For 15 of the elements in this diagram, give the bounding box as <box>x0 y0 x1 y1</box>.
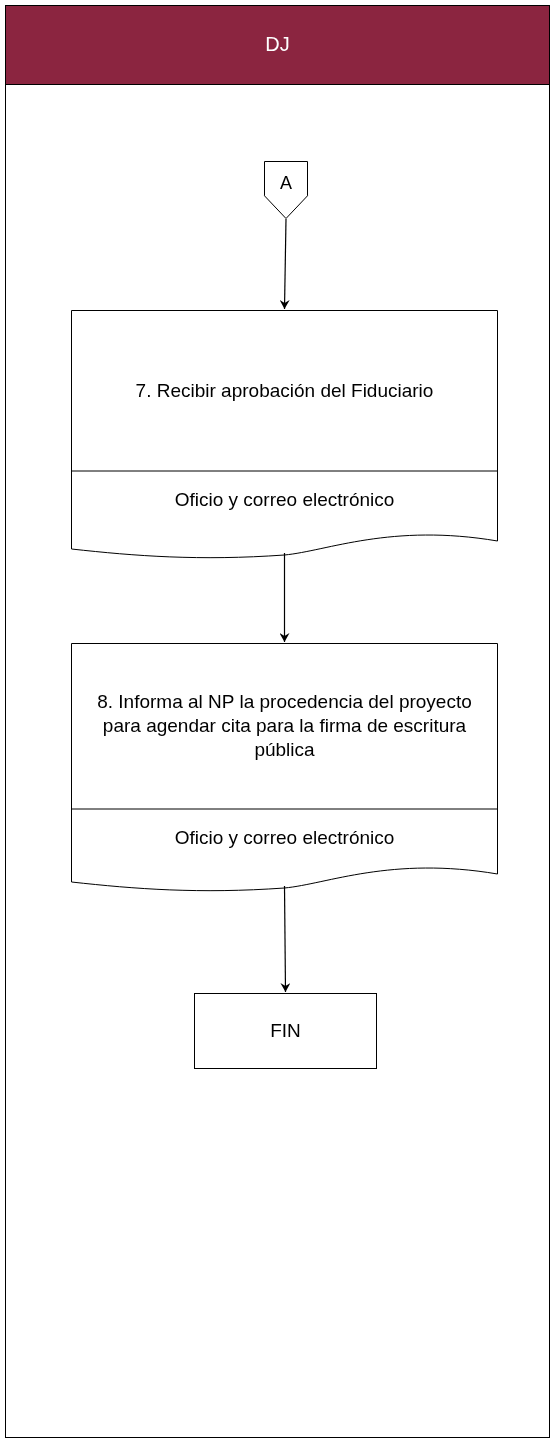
lane-title: DJ <box>265 32 290 56</box>
off-page-connector <box>264 161 308 219</box>
document-text: Oficio y correo electrónico <box>173 488 396 512</box>
process-box <box>194 993 377 1069</box>
arrow <box>279 218 290 310</box>
terminal-text: FIN <box>269 1019 302 1043</box>
swimlane <box>5 5 550 1438</box>
step-text: 7. Recibir aprobación del Fiduciario <box>134 378 435 403</box>
arrow <box>280 885 291 993</box>
document-text: Oficio y correo electrónico <box>173 826 396 850</box>
document-shape <box>71 310 498 561</box>
document-shape <box>71 643 498 894</box>
connector-label: A <box>279 172 293 195</box>
step-text: 8. Informa al NP la procedencia del proyecto para agendar cita para la firma de escritura pública <box>96 690 473 762</box>
arrow <box>279 552 290 643</box>
